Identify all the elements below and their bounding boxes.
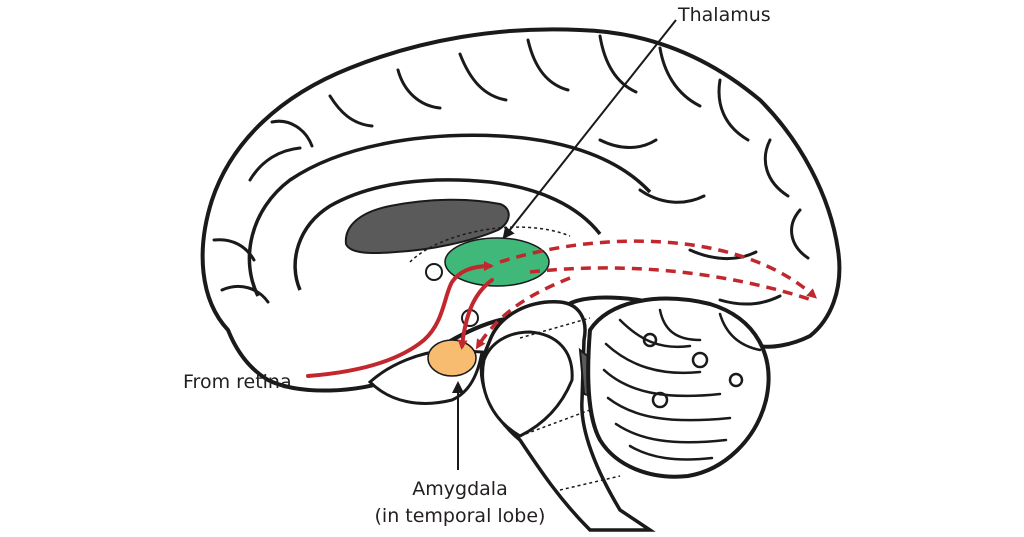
amygdala-label: Amygdala (412, 478, 508, 500)
amygdala-region (427, 339, 477, 377)
pons-bulge (481, 330, 574, 438)
thalamus-to-cortex-lower-pathway (529, 266, 813, 302)
amygdala-sublabel: (in temporal lobe) (374, 505, 546, 527)
brainstem-dotted-lines (519, 317, 621, 491)
cingulate-gyrus (247, 133, 652, 297)
thalamus-label: Thalamus (678, 4, 771, 26)
cerebellum (586, 296, 771, 479)
lateral-ventricle (344, 198, 510, 254)
thalamus-to-cortex-upper-pathway (499, 239, 817, 299)
from-retina-label: From retina (183, 371, 292, 393)
thalamus-region (444, 237, 550, 287)
thalamus-pointer-line (502, 19, 677, 240)
cerebellum-folia (602, 308, 762, 461)
retina-to-thalamus-pathway (306, 261, 494, 378)
thalamus-to-amygdala-pathway (457, 278, 494, 350)
anterior-commissure (425, 263, 443, 281)
gyri-folds (212, 34, 810, 306)
cortex-to-amygdala-pathway (475, 276, 571, 350)
corpus-callosum (293, 178, 602, 291)
diencephalon-boundary (409, 226, 571, 263)
